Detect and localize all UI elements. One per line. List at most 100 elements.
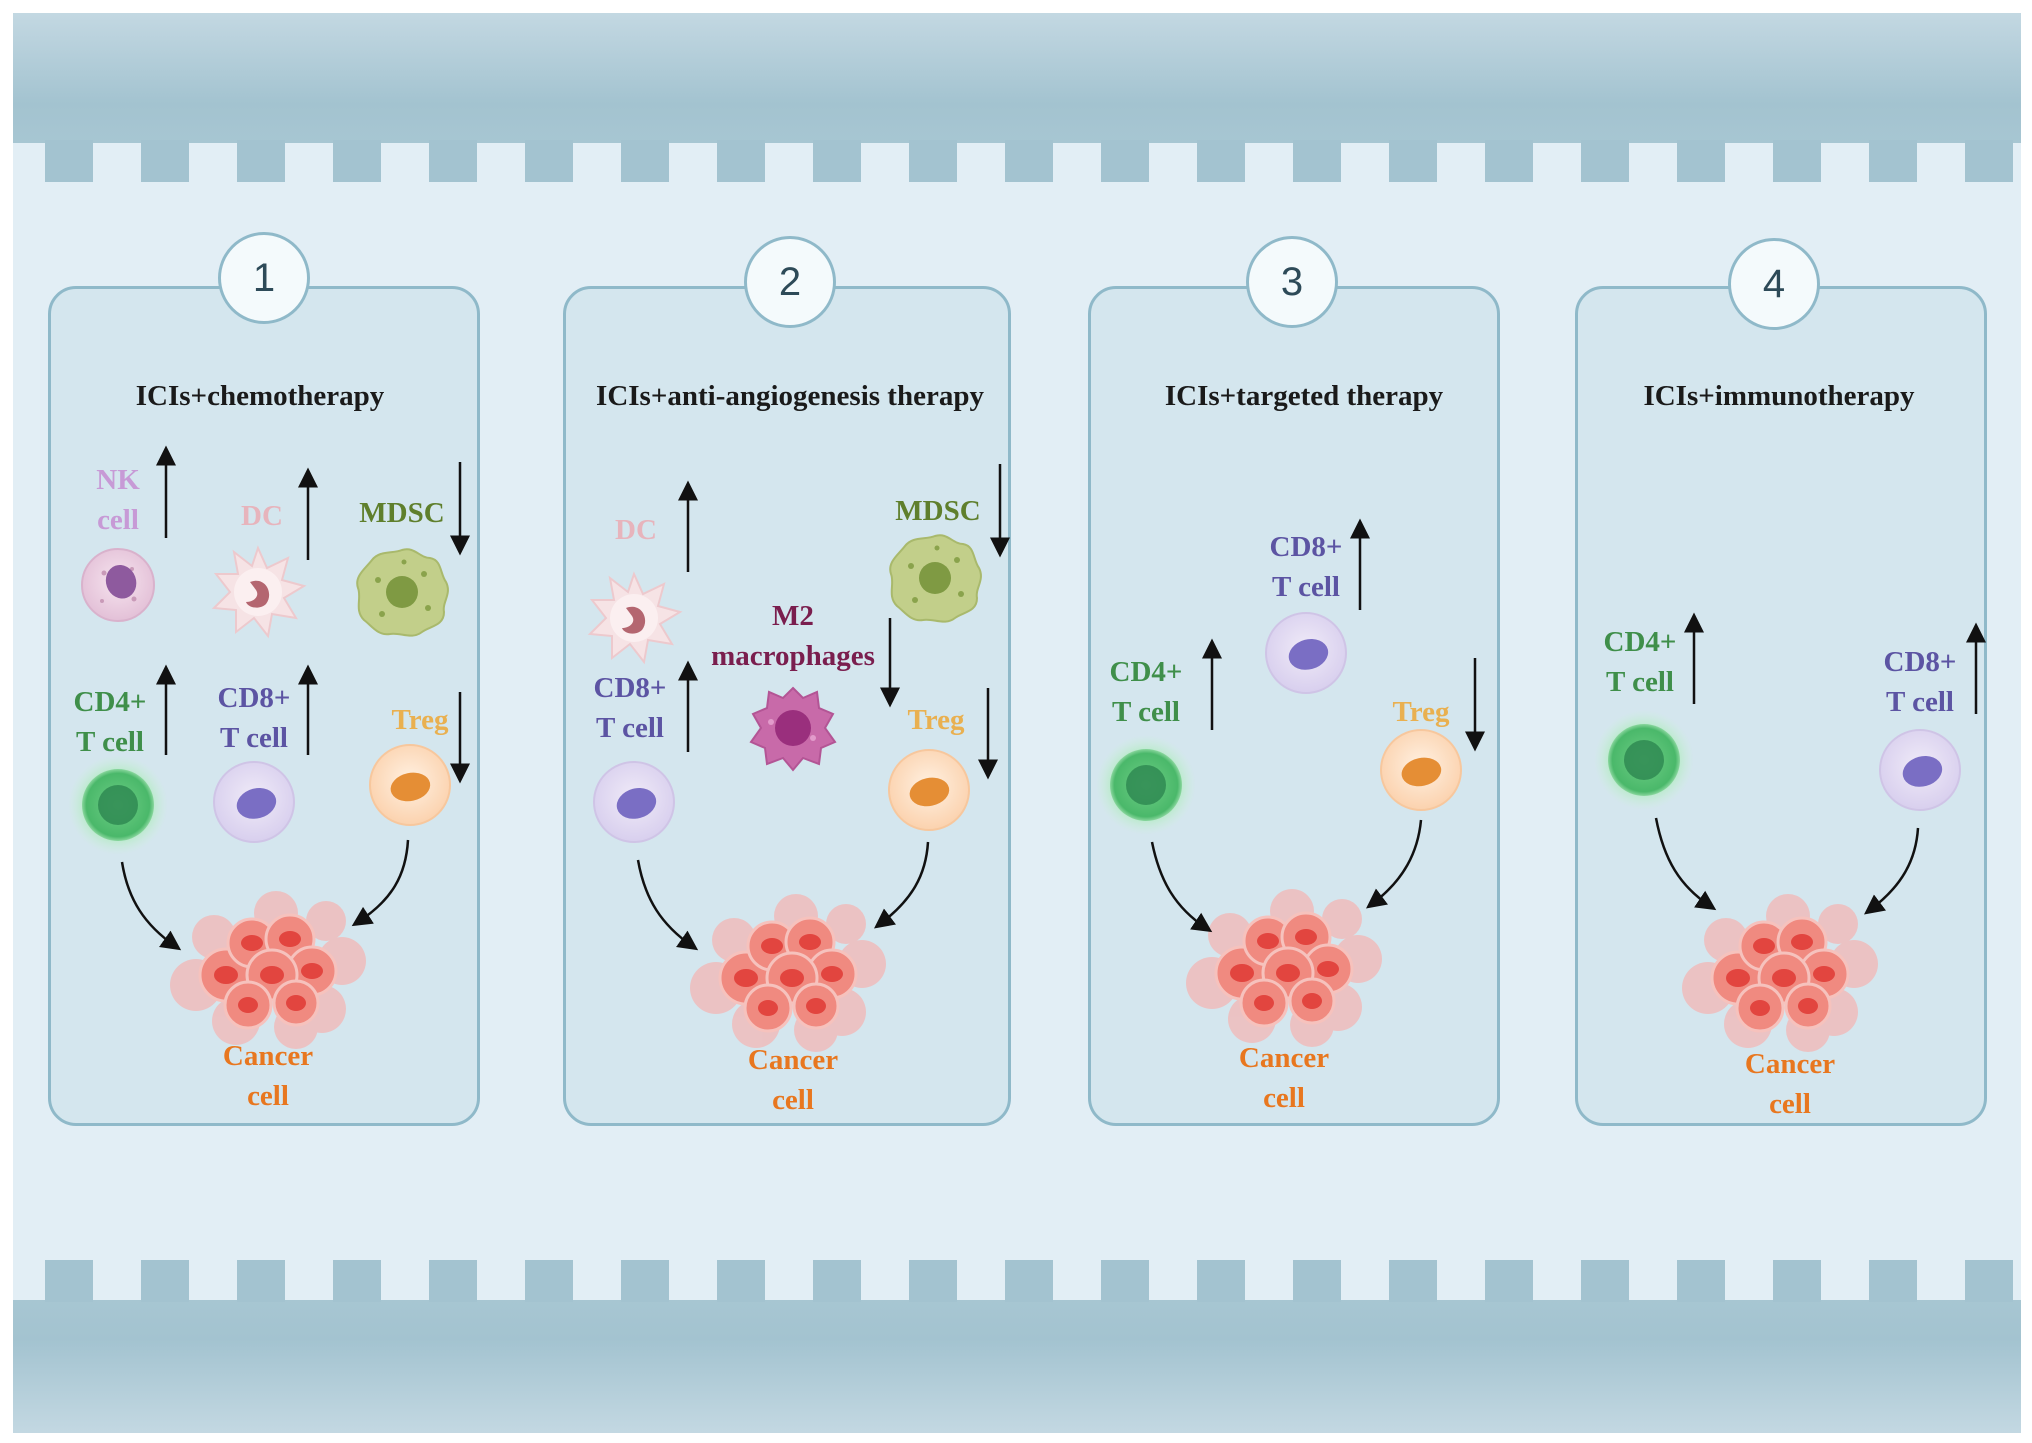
panel-4-number-badge: 4 — [1728, 238, 1820, 330]
m2-macrophages-label: M2 macrophages — [711, 600, 875, 672]
cancer-cell-cluster-icon — [688, 892, 888, 1054]
vessel-wall-tooth — [813, 140, 861, 182]
vessel-wall-tooth — [909, 1260, 957, 1302]
vessel-wall-tooth — [333, 1260, 381, 1302]
vessel-wall-tooth — [717, 1260, 765, 1302]
dc-cell-icon — [213, 547, 305, 637]
vessel-wall-tooth — [1485, 140, 1533, 182]
cancer-cell-label: Cancer cell — [1238, 1042, 1330, 1114]
panel-title: ICIs+targeted therapy — [1164, 380, 1444, 412]
cd8-t-cell-label: CD8+ T cell — [1269, 531, 1343, 603]
m2-macrophage-icon — [750, 687, 836, 771]
treg-to-cancer-arrow-icon — [874, 841, 930, 929]
cd4-to-cancer-arrow-icon — [120, 861, 182, 951]
vessel-wall-tooth — [1485, 1260, 1533, 1302]
vessel-wall-tooth — [1869, 140, 1917, 182]
vessel-wall-tooth — [429, 140, 477, 182]
cd8-cell-icon — [1879, 729, 1961, 811]
panel-title: ICIs+chemotherapy — [135, 380, 385, 412]
vessel-wall-tooth — [1581, 140, 1629, 182]
vessel-wall-bottom-teeth — [13, 1260, 2021, 1302]
vessel-wall-tooth — [45, 1260, 93, 1302]
treg-label: Treg — [907, 704, 965, 736]
panel-title: ICIs+immunotherapy — [1643, 380, 1915, 412]
cd8-t-cell-label: CD8+ T cell — [217, 682, 291, 754]
cd8-t-cell-label: CD8+ T cell — [593, 672, 667, 744]
vessel-wall-tooth — [1581, 1260, 1629, 1302]
panel-1-number-badge: 1 — [218, 232, 310, 324]
treg-label: Treg — [391, 704, 449, 736]
panel-3 — [1088, 286, 1500, 1126]
cancer-cell-cluster-icon — [168, 889, 368, 1051]
vessel-wall-tooth — [1293, 1260, 1341, 1302]
cancer-cell-label: Cancer cell — [747, 1044, 839, 1116]
mdsc-label: MDSC — [895, 495, 981, 527]
dc-cell-icon — [589, 573, 681, 663]
vessel-wall-tooth — [141, 140, 189, 182]
vessel-wall-top — [13, 13, 2021, 143]
vessel-wall-tooth — [1197, 140, 1245, 182]
vessel-wall-tooth — [237, 1260, 285, 1302]
cd4-cell-icon — [1594, 710, 1694, 810]
vessel-wall-tooth — [1677, 1260, 1725, 1302]
treg-to-cancer-arrow-icon — [1366, 819, 1423, 909]
dc-label: DC — [615, 514, 657, 546]
cd4-to-cancer-arrow-icon — [1654, 817, 1717, 911]
panel-number: 3 — [1280, 259, 1304, 304]
cd8-cell-icon — [1265, 612, 1347, 694]
cancer-cell-label: Cancer cell — [1744, 1048, 1836, 1120]
nk-cell-icon — [81, 548, 155, 622]
nk-cell-label: NK cell — [96, 464, 140, 536]
vessel-wall-tooth — [1005, 140, 1053, 182]
cd4-t-cell-label: CD4+ T cell — [1603, 626, 1677, 698]
vessel-wall-tooth — [1773, 1260, 1821, 1302]
vessel-wall-tooth — [1389, 1260, 1437, 1302]
vessel-wall-tooth — [813, 1260, 861, 1302]
vessel-wall-tooth — [909, 140, 957, 182]
treg-cell-icon — [369, 744, 451, 826]
mdsc-cell-icon — [356, 548, 449, 637]
treg-cell-icon — [888, 749, 970, 831]
mdsc-cell-icon — [889, 534, 982, 623]
treg-label: Treg — [1392, 696, 1450, 728]
vessel-wall-bottom — [13, 1300, 2021, 1433]
treg-to-cancer-arrow-icon — [351, 839, 410, 927]
vessel-wall-tooth — [1101, 1260, 1149, 1302]
vessel-wall-tooth — [1005, 1260, 1053, 1302]
vessel-wall-tooth — [429, 1260, 477, 1302]
panel-2-number-badge: 2 — [744, 236, 836, 328]
vessel-wall-tooth — [1965, 140, 2013, 182]
vessel-wall-tooth — [1677, 140, 1725, 182]
cd4-cell-icon — [1096, 735, 1196, 835]
cd8-cell-icon — [593, 761, 675, 843]
cd8-to-cancer-arrow-icon — [1864, 827, 1920, 915]
cd4-cell-icon — [68, 755, 168, 855]
vessel-wall-tooth — [333, 140, 381, 182]
cancer-cell-label: Cancer cell — [222, 1040, 314, 1112]
vessel-wall-tooth — [1197, 1260, 1245, 1302]
cd8-to-cancer-arrow-icon — [636, 859, 699, 951]
panel-number: 4 — [1762, 261, 1786, 306]
panel-title: ICIs+anti-angiogenesis therapy — [596, 380, 984, 412]
vessel-wall-tooth — [1101, 140, 1149, 182]
vessel-wall-tooth — [621, 140, 669, 182]
vessel-wall-tooth — [141, 1260, 189, 1302]
cd4-to-cancer-arrow-icon — [1150, 841, 1213, 933]
vessel-wall-tooth — [1389, 140, 1437, 182]
cd4-t-cell-label: CD4+ T cell — [73, 686, 147, 758]
panel-3-number-badge: 3 — [1246, 236, 1338, 328]
vessel-wall-tooth — [1293, 140, 1341, 182]
treg-cell-icon — [1380, 729, 1462, 811]
panel-number: 2 — [778, 259, 802, 304]
vessel-wall-tooth — [1869, 1260, 1917, 1302]
vessel-wall-tooth — [621, 1260, 669, 1302]
vessel-wall-tooth — [525, 140, 573, 182]
cancer-cell-cluster-icon — [1184, 887, 1384, 1049]
panel-number: 1 — [252, 255, 276, 300]
vessel-wall-tooth — [717, 140, 765, 182]
cd4-t-cell-label: CD4+ T cell — [1109, 656, 1183, 728]
mdsc-label: MDSC — [359, 497, 445, 529]
dc-label: DC — [241, 500, 283, 532]
